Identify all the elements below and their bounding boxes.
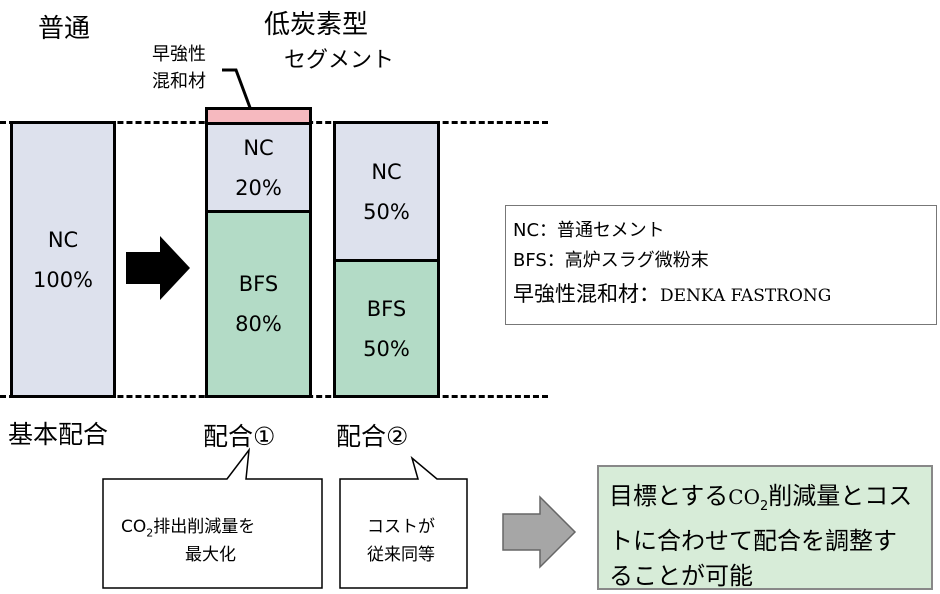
heading-low-carbon-sub: セグメント xyxy=(284,48,395,73)
goal-line1-co: CO xyxy=(728,485,760,509)
mix2-nc-pct: 50% xyxy=(363,199,410,224)
legend-fastrong-value: DENKA FASTRONG xyxy=(660,286,832,306)
legend-nc: NC：普通セメント xyxy=(513,220,665,241)
mix1-callout-line2: 最大化 xyxy=(185,545,236,565)
base-label: 基本配合 xyxy=(8,420,109,449)
goal-box: 目標とするCO2削減量とコス トに合わせて配合を調整す ることが可能 xyxy=(597,465,933,590)
goal-line2: トに合わせて配合を調整す xyxy=(609,526,897,555)
mix2-bfs-pct: 50% xyxy=(363,336,410,361)
mix2-callout-line2: 従来同等 xyxy=(367,545,435,565)
goal-line1-suffix: 削減量とコス xyxy=(768,482,913,510)
mix2-bfs-segment: BFS 50% xyxy=(333,259,440,398)
legend-box: NC：普通セメント BFS：高炉スラグ微粉末 早強性混和材：DENKA FAST… xyxy=(505,205,937,325)
mix2-callout-bubble xyxy=(339,455,468,589)
goal-line1: 目標とするCO2削減量とコス xyxy=(609,479,923,524)
right-arrow-icon xyxy=(126,236,190,300)
base-nc-segment: NC 100% xyxy=(10,121,116,398)
mix1-label: 配合① xyxy=(203,422,276,451)
goal-line3: ることが可能 xyxy=(609,561,753,590)
mix2-nc-segment: NC 50% xyxy=(333,121,440,262)
gray-arrow-icon xyxy=(502,495,577,569)
goal-line1-sub: 2 xyxy=(759,498,769,514)
fastrong-label-line1: 早強性 xyxy=(152,44,206,65)
mix1-callout-bubble xyxy=(102,447,323,589)
mix1-callout-suffix: 排出削減量を xyxy=(153,517,256,537)
mix1-bfs-pct: 80% xyxy=(235,312,282,336)
goal-line1-prefix: 目標とする xyxy=(609,482,729,510)
mix1-nc-pct: 20% xyxy=(235,175,282,200)
base-nc-pct: 100% xyxy=(32,267,94,292)
legend-fastrong-label: 早強性混和材： xyxy=(513,282,660,306)
heading-standard: 普通 xyxy=(38,14,91,44)
legend-fastrong: 早強性混和材：DENKA FASTRONG xyxy=(513,276,936,314)
mix2-callout-line1: コストが xyxy=(367,517,435,537)
mix2-bfs-name: BFS xyxy=(366,296,407,321)
mix1-callout-co: CO xyxy=(121,517,147,537)
mix1-callout-sub: 2 xyxy=(146,526,154,540)
base-nc-name: NC xyxy=(47,227,79,252)
mix1-nc-segment: NC 20% xyxy=(205,122,312,213)
mix1-bfs-segment: BFS 80% xyxy=(205,210,312,398)
mix1-callout-line1: CO2排出削減量を xyxy=(121,512,255,539)
fastrong-label-line2: 混和材 xyxy=(152,71,206,92)
heading-low-carbon: 低炭素型 xyxy=(264,10,369,40)
mix2-label: 配合② xyxy=(336,422,409,451)
mix1-nc-name: NC xyxy=(243,135,274,160)
mix1-bfs-name: BFS xyxy=(238,272,279,296)
mix2-nc-name: NC xyxy=(371,159,402,184)
legend-bfs: BFS：高炉スラグ微粉末 xyxy=(513,250,709,271)
